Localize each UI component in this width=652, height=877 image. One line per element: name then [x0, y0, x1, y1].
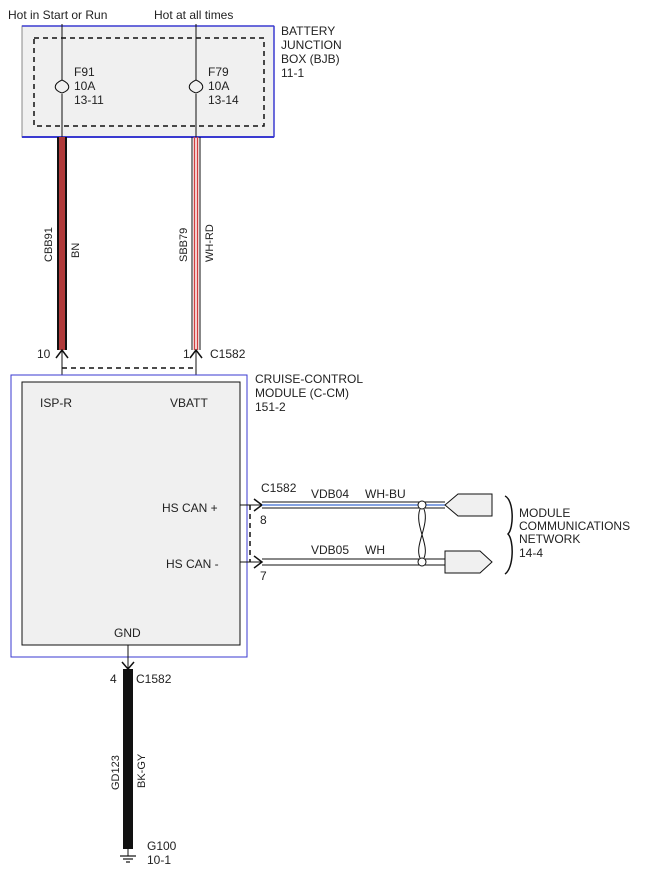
- cruise-control-module: [10, 374, 248, 658]
- connector-top-pin-a: 10: [37, 347, 51, 361]
- wire-gd123-color: BK-GY: [136, 753, 148, 788]
- module-pin-isp-r: ISP-R: [40, 396, 72, 410]
- connector-gnd-pin: 4: [110, 672, 117, 686]
- wire-cbb91-circuit: CBB91: [43, 227, 55, 262]
- wire-sbb79-circuit: SBB79: [178, 228, 190, 262]
- module-title-line2: MODULE (C-CM): [255, 386, 349, 400]
- network-title-line2: COMMUNICATIONS: [519, 519, 630, 533]
- network-arrow-upper-icon: [444, 493, 493, 517]
- power-source-start-run: Hot in Start or Run: [8, 8, 107, 22]
- wire-cbb91: [57, 137, 67, 350]
- wire-vdb04: [262, 501, 445, 509]
- connector-top-name: C1582: [210, 347, 246, 361]
- wire-vdb05-color: WH: [365, 543, 385, 557]
- module-ref: 151-2: [255, 400, 286, 414]
- fuse-f91-icon: [54, 79, 70, 94]
- connector-top-pin-b: 1: [183, 347, 190, 361]
- connector-can-name: C1582: [261, 481, 297, 495]
- network-arrow-lower-icon: [444, 550, 493, 574]
- wire-sbb79: [191, 137, 201, 350]
- wire-vdb04-circuit: VDB04: [311, 487, 349, 501]
- network-title-line1: MODULE: [519, 506, 570, 520]
- module-pin-hs-can-minus: HS CAN -: [166, 557, 219, 571]
- power-source-all-times: Hot at all times: [154, 8, 233, 22]
- bjb-title-line1: BATTERY: [281, 24, 335, 38]
- wire-vdb05: [262, 558, 445, 566]
- ground-icon: [120, 849, 136, 863]
- wire-gd123: [123, 669, 133, 849]
- fuse-f79-icon: [188, 79, 204, 94]
- fuse-f79-name: F79: [208, 65, 229, 79]
- module-pin-vbatt: VBATT: [170, 396, 208, 410]
- module-pin-gnd: GND: [114, 626, 141, 640]
- bjb-title-line2: JUNCTION: [281, 38, 342, 52]
- fuse-f91-ref: 13-11: [74, 93, 104, 107]
- connector-can-pin-lo: 7: [260, 569, 267, 583]
- wire-vdb05-circuit: VDB05: [311, 543, 349, 557]
- wire-gd123-circuit: GD123: [110, 755, 122, 790]
- network-ref: 14-4: [519, 546, 543, 560]
- fuse-f91-name: F91: [74, 65, 95, 79]
- module-pin-hs-can-plus: HS CAN +: [162, 501, 218, 515]
- bjb-ref: 11-1: [281, 66, 304, 80]
- wire-sbb79-color: WH-RD: [204, 224, 216, 262]
- module-title-line1: CRUISE-CONTROL: [255, 372, 363, 386]
- wire-cbb91-color: BN: [70, 243, 82, 258]
- ground-ref: 10-1: [147, 853, 171, 867]
- fuse-f91-rating: 10A: [74, 79, 95, 93]
- connector-can-pin-hi: 8: [260, 513, 267, 527]
- twisted-pair-icon: [417, 500, 427, 567]
- connector-gnd-name: C1582: [136, 672, 172, 686]
- wire-vdb04-color: WH-BU: [365, 487, 406, 501]
- network-bracket-icon: [504, 495, 513, 575]
- fuse-f79-ref: 13-14: [208, 93, 239, 107]
- bjb-title-line3: BOX (BJB): [281, 52, 340, 66]
- ground-name: G100: [147, 839, 177, 853]
- fuse-f79-rating: 10A: [208, 79, 229, 93]
- network-title-line3: NETWORK: [519, 532, 580, 546]
